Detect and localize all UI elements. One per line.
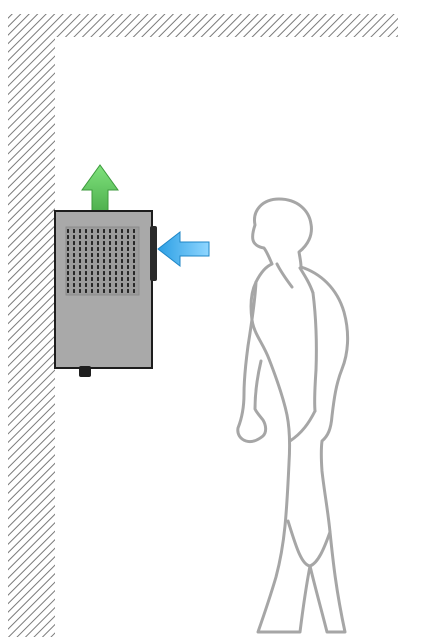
- standing-person-outline-icon: [236, 197, 350, 634]
- hatched-wall-icon: [8, 14, 398, 637]
- upward-arrow-icon: [81, 164, 119, 212]
- left-arrow-icon: [157, 230, 210, 268]
- wall-mounted-air-purifier-icon: [54, 210, 157, 377]
